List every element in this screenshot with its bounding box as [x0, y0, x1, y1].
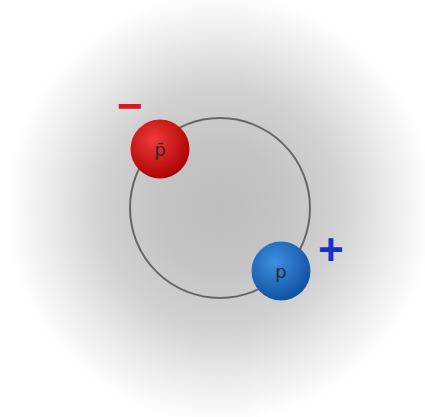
particle-symbol: p [247, 261, 315, 282]
charge-sign: − [117, 84, 143, 128]
proton-ball: p [247, 241, 315, 301]
particle-symbol: p̄ [126, 139, 194, 160]
antiproton-ball: p̄ [126, 119, 194, 179]
charge-sign: + [318, 228, 344, 272]
